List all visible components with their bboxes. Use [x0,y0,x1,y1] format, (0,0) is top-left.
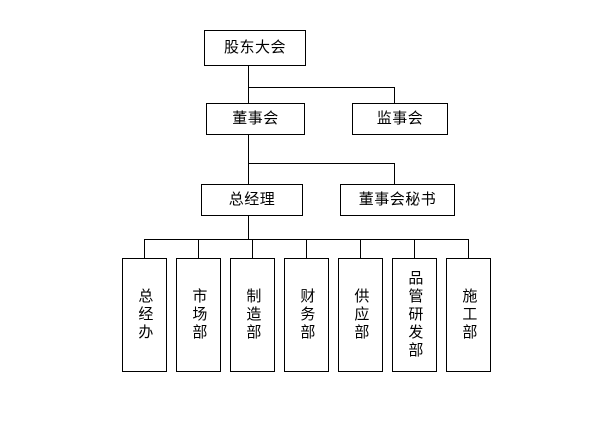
connector-l1-drop [248,66,249,88]
node-label-department-1: 总经办 [136,288,155,342]
connector-l2-to-general-manager [248,163,249,184]
node-label-general-manager: 总经理 [228,190,276,209]
connector-l1-to-supervisors [394,87,395,103]
connector-dept-drop-7 [468,239,469,258]
node-label-shareholders-meeting: 股东大会 [223,38,286,57]
connector-l2-drop [248,135,249,164]
node-department-1[interactable]: 总经办 [122,258,167,372]
node-board-of-supervisors[interactable]: 监事会 [352,103,448,135]
connector-l2-to-board-secretary [394,163,395,184]
node-label-board-of-supervisors: 监事会 [376,109,424,128]
node-department-7[interactable]: 施工部 [446,258,491,372]
node-board-of-directors[interactable]: 董事会 [206,103,305,135]
node-label-department-3: 制造部 [244,288,263,342]
connector-l1-bus [248,87,395,88]
node-department-4[interactable]: 财务部 [284,258,329,372]
node-label-department-6: 品管研发部 [406,270,425,360]
node-shareholders-meeting[interactable]: 股东大会 [204,30,306,66]
node-label-department-4: 财务部 [298,288,317,342]
connector-dept-drop-3 [252,239,253,258]
node-label-department-7: 施工部 [460,288,479,342]
node-label-department-2: 市场部 [190,288,209,342]
node-board-secretary[interactable]: 董事会秘书 [340,184,455,216]
connector-l2-bus [248,163,395,164]
node-department-2[interactable]: 市场部 [176,258,221,372]
node-label-board-of-directors: 董事会 [232,109,279,128]
node-department-6[interactable]: 品管研发部 [392,258,437,372]
node-department-3[interactable]: 制造部 [230,258,275,372]
connector-dept-drop-6 [414,239,415,258]
node-label-department-5: 供应部 [352,288,371,342]
node-department-5[interactable]: 供应部 [338,258,383,372]
node-general-manager[interactable]: 总经理 [201,184,303,216]
connector-l1-to-board [248,87,249,103]
connector-dept-drop-2 [198,239,199,258]
connector-dept-drop-5 [360,239,361,258]
connector-l3-drop [248,216,249,240]
connector-dept-drop-4 [306,239,307,258]
node-label-board-secretary: 董事会秘书 [358,190,437,209]
connector-dept-drop-1 [144,239,145,258]
